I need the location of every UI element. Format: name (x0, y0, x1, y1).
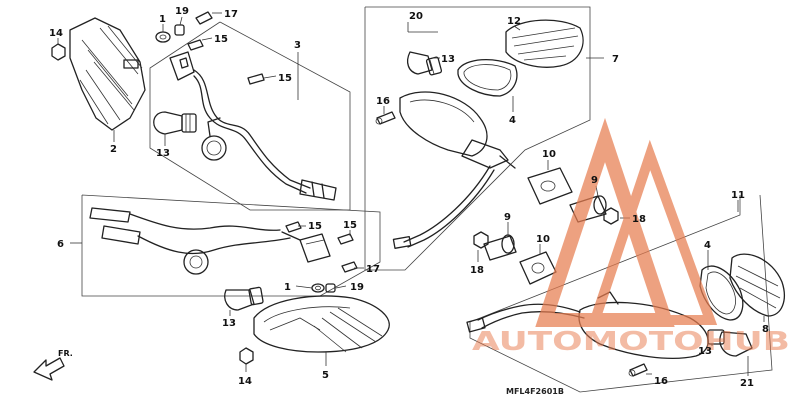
rubber-mount-10-upper (527, 167, 573, 205)
callout-15-upper: 15 (214, 34, 228, 45)
bulb-13-top (407, 51, 443, 76)
callout-6: 6 (57, 239, 64, 250)
callout-19-upper: 19 (175, 6, 189, 17)
rubber-mount-10-lower (519, 251, 557, 285)
watermark-text: AUTOMOTOHUB (472, 327, 790, 357)
lens-5 (253, 295, 390, 353)
harness-6 (89, 207, 331, 275)
group-frames (81, 6, 773, 393)
callout-labels: 1 19 17 14 15 3 15 2 13 20 12 13 7 16 4 … (49, 6, 769, 389)
callout-2: 2 (110, 144, 117, 155)
callout-9-lower: 9 (504, 212, 511, 223)
callout-16-top: 16 (376, 96, 390, 107)
frame-winker-7 (364, 6, 591, 271)
callout-16-lower: 16 (654, 376, 668, 387)
frame-harness-3 (149, 21, 351, 211)
frame-winker-11 (469, 194, 773, 393)
callout-5: 5 (322, 370, 329, 381)
callout-15-upper-b: 15 (278, 73, 292, 84)
callout-8: 8 (762, 324, 769, 335)
callout-1-middle: 1 (284, 282, 291, 293)
frame-harness-6 (81, 194, 381, 297)
watermark-logo: AUTOMOTOHUB (472, 117, 790, 357)
hardware-middle (239, 221, 358, 365)
screw-16-lower (628, 363, 648, 377)
callout-13-top: 13 (441, 54, 455, 65)
bulb-13-lower (707, 329, 753, 357)
front-direction-label: FR. (58, 349, 73, 358)
collar-9-lower (483, 234, 517, 261)
callout-1-upper: 1 (159, 14, 166, 25)
drawing-code: MFL4F2601B (506, 387, 564, 396)
callout-13-upper-left: 13 (156, 148, 170, 159)
callout-19-middle: 19 (350, 282, 364, 293)
lens-2 (69, 17, 146, 131)
callout-11: 11 (731, 190, 745, 201)
callout-18-upper: 18 (632, 214, 646, 225)
callout-20: 20 (409, 11, 423, 22)
callout-21: 21 (740, 378, 754, 389)
harness-3 (169, 51, 337, 201)
callout-15-middle-b: 15 (343, 220, 357, 231)
callout-12: 12 (507, 16, 521, 27)
callout-10-lower: 10 (536, 234, 550, 245)
callout-4-lower: 4 (704, 240, 711, 251)
bulb-13-middle (224, 286, 264, 311)
lens-8 (729, 253, 785, 317)
gasket-4-upper (457, 58, 518, 97)
callout-10-upper: 10 (542, 149, 556, 160)
screw-16-top (375, 111, 396, 125)
callout-7: 7 (612, 54, 619, 65)
front-direction-arrow (33, 357, 65, 381)
callout-14-lower: 14 (238, 376, 252, 387)
callout-3: 3 (294, 40, 301, 51)
callout-14-upper: 14 (49, 28, 63, 39)
callout-13-middle: 13 (222, 318, 236, 329)
callout-15-middle-a: 15 (308, 221, 322, 232)
callout-18-lower: 18 (470, 265, 484, 276)
nut-18-upper (603, 207, 619, 225)
callout-4-upper: 4 (509, 115, 516, 126)
winker-body-20 (392, 91, 516, 249)
callout-17-upper: 17 (224, 9, 238, 20)
bulb-13-upper (153, 111, 197, 135)
lens-12 (505, 19, 584, 68)
watermark-triangle-right (588, 139, 718, 325)
callout-9-upper: 9 (591, 175, 598, 186)
callout-17-middle: 17 (366, 264, 380, 275)
nut-18-lower (473, 231, 489, 249)
callout-13-lower-right: 13 (698, 346, 712, 357)
